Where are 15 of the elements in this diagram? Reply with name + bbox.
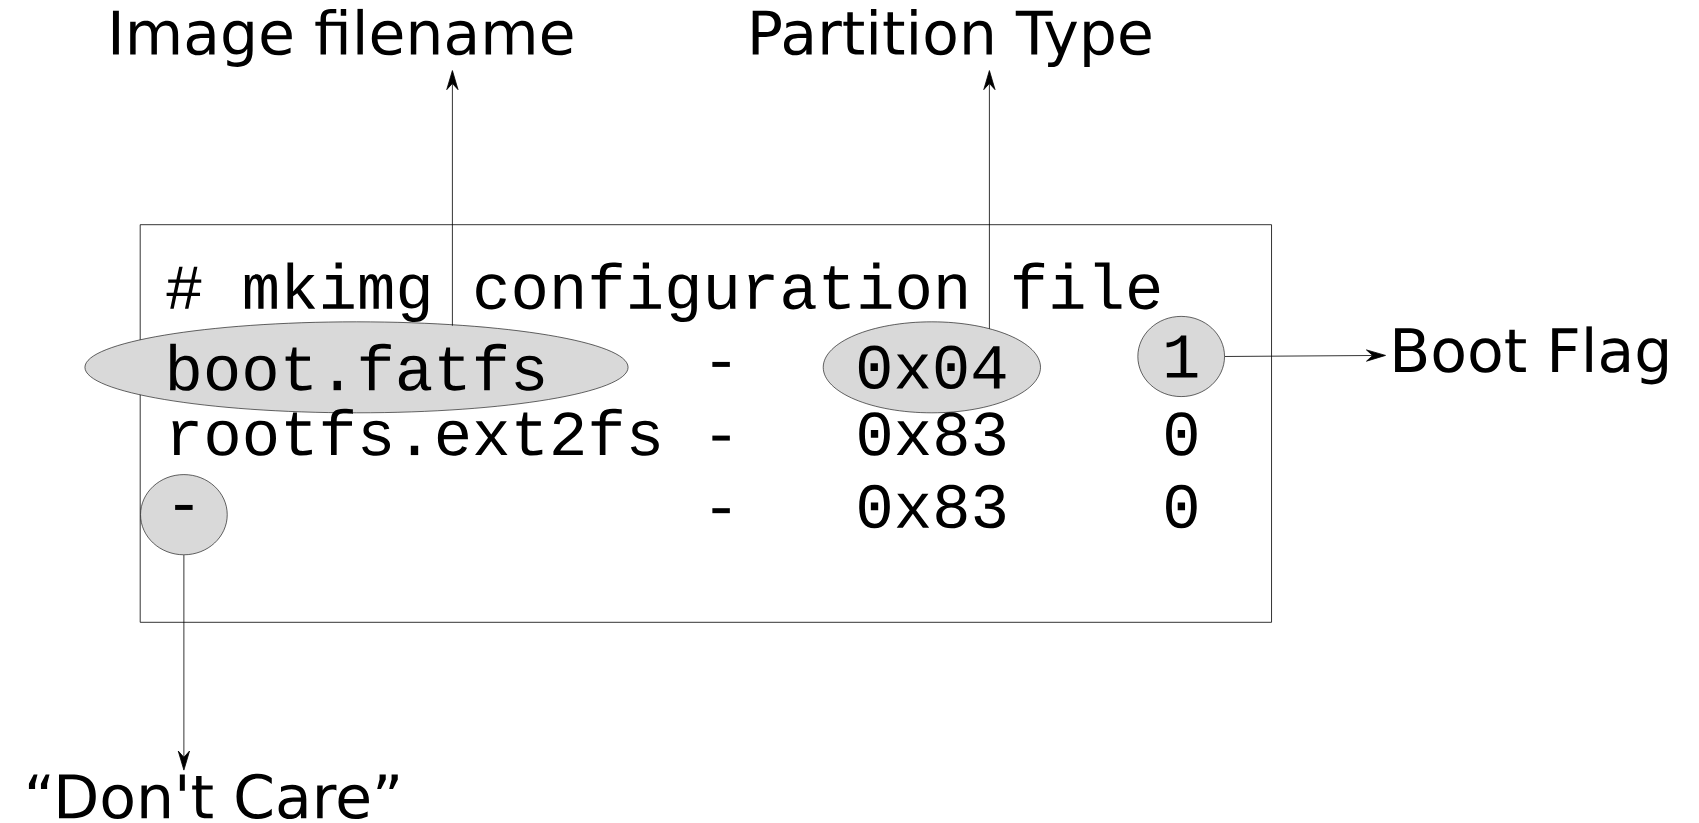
arrow [983,69,996,329]
arrow [177,554,190,771]
config-text: 0 [1166,484,1197,529]
config-text: - [712,361,730,367]
config-text: 0x83 [859,412,1005,456]
arrow [446,69,459,326]
arrow [1224,349,1386,362]
config-text: 0x83 [859,484,1005,529]
annotation-label: “Don't Care” [28,773,398,819]
config-text: - [712,507,730,513]
config-text: - [712,435,730,441]
annotation-label: Boot Flag [1395,326,1667,385]
config-text: 0 [1166,412,1197,456]
annotation-label: Partition Type [752,8,1151,67]
annotation-label: Image filename [112,8,573,67]
